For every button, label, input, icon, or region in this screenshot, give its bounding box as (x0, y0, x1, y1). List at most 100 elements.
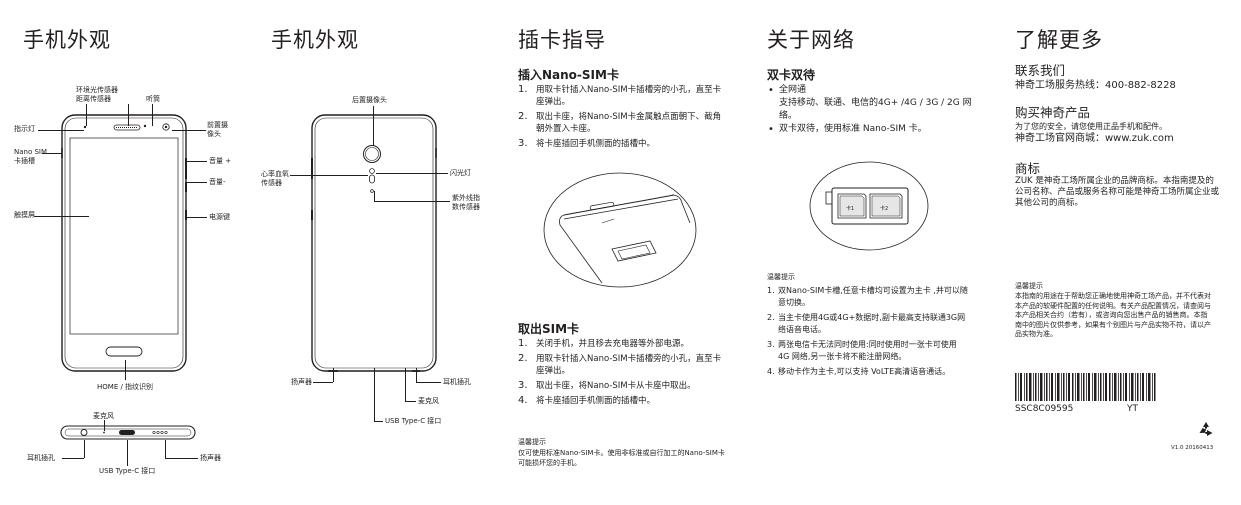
label-speaker: 扬声器 (291, 378, 312, 386)
leader-line (187, 182, 207, 183)
leader-line (373, 106, 374, 146)
label-home-fingerprint: HOME / 指纹识别 (97, 383, 154, 391)
label-volume-up: 音量 + (209, 157, 232, 165)
page-title: 手机外观 (23, 28, 111, 52)
tray-label-card2: 卡2 (880, 206, 889, 212)
label-sim-slot-2: 卡插槽 (14, 157, 35, 165)
leader-line (125, 360, 126, 380)
leader-line (405, 401, 416, 402)
panel-sim-guide: 插卡指导 插入Nano-SIM卡 1.用取卡针插入Nano-SIM卡插槽旁的小孔… (497, 0, 745, 505)
buy-title: 购买神奇产品 (1015, 105, 1091, 120)
label-receiver: 听筒 (146, 95, 160, 103)
panel-network: 关于网络 双卡双待 •全网通 支持移动、联通、电信的4G+ /4G / 3G /… (745, 0, 993, 505)
leader-line (333, 368, 334, 382)
leader-line (374, 368, 375, 421)
tip-title: 温馨提示 (1015, 282, 1043, 290)
page-title: 手机外观 (271, 28, 359, 52)
leader-line (152, 104, 153, 126)
label-rear-camera: 后置摄像头 (352, 96, 387, 104)
remove-sim-title: 取出SIM卡 (518, 322, 580, 336)
list-item: 3.两张电信卡无法同时使用:同时使用时一张卡可使用 4G 网络,另一张卡将不能注… (767, 340, 957, 361)
network-bullets: •全网通 支持移动、联通、电信的4G+ /4G / 3G / 2G 网络。 •双… (767, 84, 972, 136)
insert-sim-title: 插入Nano-SIM卡 (518, 68, 619, 82)
dual-sim-tray-illustration (809, 161, 929, 251)
leader-line (104, 420, 105, 431)
sim-insertion-illustration (543, 172, 697, 288)
list-item: •双卡双待，使用标准 Nano-SIM 卡。 (768, 124, 927, 135)
barcode-code: SSC8C09595 (1015, 404, 1074, 414)
label-speaker: 扬声器 (200, 454, 221, 462)
label-usb-typec: USB Type-C 接口 (99, 467, 156, 475)
leader-line (374, 201, 450, 202)
label-ambient-light-sensor: 环境光传感器 (76, 86, 118, 94)
leader-line (165, 440, 166, 458)
label-flash: 闪光灯 (450, 169, 471, 177)
leader-line (127, 440, 128, 466)
panel-learn-more: 了解更多 联系我们 神奇工场服务热线：400-882-8228 购买神奇产品 为… (993, 0, 1241, 505)
leader-line (416, 382, 441, 383)
list-item: 2.当主卡使用4G或4G+数据时,副卡最高支持联通3G网络语音电话。 (767, 313, 966, 334)
label-uv-sensor-2: 数传感器 (452, 203, 480, 211)
leader-line (416, 368, 417, 382)
list-item: 1.双Nano-SIM卡槽,任意卡槽均可设置为主卡 ,并可以随意切换。 (767, 286, 968, 307)
dual-sim-title: 双卡双待 (767, 68, 816, 82)
tray-label-card1: 卡1 (846, 206, 855, 212)
label-heart-rate-2: 传感器 (261, 179, 282, 187)
list-item: 4.移动卡作为主卡,可以支持 VoLTE高清语音通话。 (767, 367, 951, 376)
barcode-suffix: YT (1127, 404, 1138, 414)
barcode (1015, 373, 1156, 401)
list-item: •全网通 (768, 85, 807, 96)
leader-line (376, 173, 448, 174)
list-item: 支持移动、联通、电信的4G+ /4G / 3G / 2G 网络。 (779, 98, 972, 121)
leader-line (34, 216, 89, 217)
label-usb-typec: USB Type-C 接口 (385, 417, 442, 425)
list-item: 1.关闭手机，并且移去充电器等外部电源。 (518, 338, 690, 349)
leader-line (62, 458, 84, 459)
label-front-camera-1: 前置摄 (207, 121, 228, 129)
tip-text: 仅可使用标准Nano-SIM卡。使用非标准或自行加工的Nano-SIM卡可能损坏… (518, 449, 725, 467)
leader-line (187, 217, 207, 218)
leader-line (187, 161, 207, 162)
page-title: 插卡指导 (518, 28, 606, 52)
list-item: 3.将卡座插回手机侧面的插槽中。 (518, 138, 656, 149)
label-volume-down: 音量- (209, 178, 226, 186)
label-proximity-sensor: 距离传感器 (76, 95, 111, 103)
contact-title: 联系我们 (1015, 63, 1066, 78)
leader-line (405, 368, 406, 401)
trademark-title: 商标 (1015, 161, 1041, 176)
leader-line (42, 153, 62, 154)
list-item: 2.用取卡针插入Nano-SIM卡插槽旁的小孔，直至卡座弹出。 (518, 353, 722, 376)
leader-line (84, 440, 85, 458)
phone-back-illustration (311, 114, 437, 372)
leader-line (374, 421, 383, 422)
leader-line (128, 104, 129, 126)
label-heart-rate-1: 心率血氧 (261, 170, 289, 178)
panel-appearance-back: 手机外观 后置摄像头 心率血氧 传感器 闪光灯 紫外线指 数传感器 扬声器 耳机… (248, 0, 497, 505)
label-touchscreen: 触摸屏 (14, 211, 35, 219)
leader-line (290, 175, 368, 176)
label-microphone: 麦克风 (93, 412, 114, 420)
insert-steps-list: 1.用取卡针插入Nano-SIM卡插槽旁的小孔，直至卡座弹出。 2.取出卡座，将… (518, 84, 728, 153)
label-front-camera-2: 像头 (207, 130, 221, 138)
label-earphone-jack: 耳机插孔 (27, 454, 55, 462)
label-uv-sensor-1: 紫外线指 (452, 194, 480, 202)
tip-title: 温馨提示 (518, 438, 546, 446)
tip-title: 温馨提示 (767, 273, 795, 281)
phone-front-illustration (61, 114, 187, 372)
trademark-text: ZUK 是神奇工场所属企业的品牌商标。本指南提及的公司名称、产品或服务名称可能是… (1015, 176, 1220, 208)
label-indicator: 指示灯 (14, 125, 35, 133)
label-earphone-jack: 耳机插孔 (443, 378, 471, 386)
remove-steps-list: 1.关闭手机，并且移去充电器等外部电源。 2.用取卡针插入Nano-SIM卡插槽… (518, 338, 728, 410)
buy-text-2: 神奇工场官网商城：www.zuk.com (1015, 133, 1174, 144)
leader-line (86, 104, 87, 126)
list-item: 3.取出卡座，将Nano-SIM卡从卡座中取出。 (518, 380, 696, 391)
network-tips-list: 1.双Nano-SIM卡槽,任意卡槽均可设置为主卡 ,并可以随意切换。 2.当主… (767, 285, 969, 381)
label-sim-slot-1: Nano SIM (14, 148, 48, 156)
phone-bottom-edge-illustration (60, 425, 196, 440)
page-title: 了解更多 (1015, 28, 1103, 52)
version-label: V1.0 20160413 (1171, 445, 1214, 451)
leader-line (374, 191, 375, 201)
label-power-key: 电源键 (209, 213, 230, 221)
page-title: 关于网络 (767, 28, 855, 52)
buy-text-1: 为了您的安全，请您使用正品手机和配件。 (1015, 122, 1167, 131)
